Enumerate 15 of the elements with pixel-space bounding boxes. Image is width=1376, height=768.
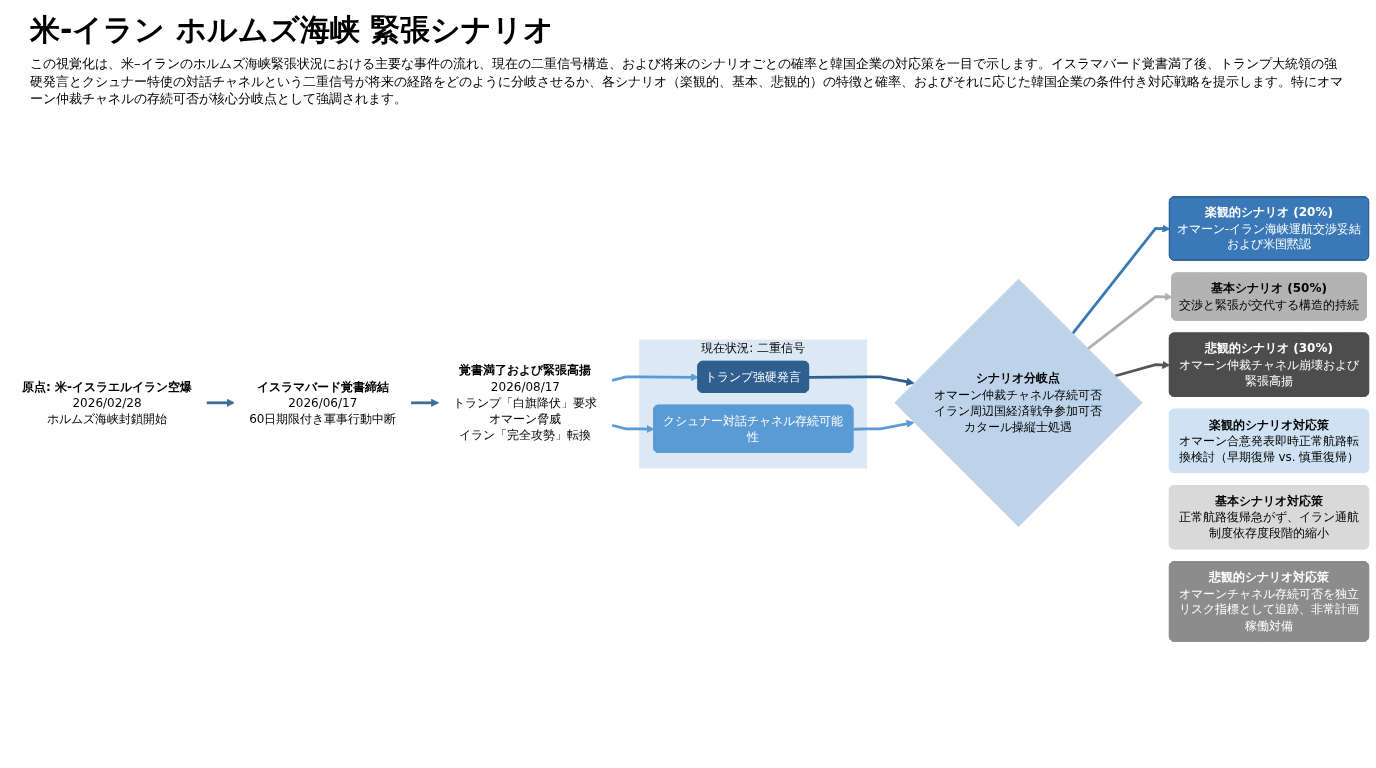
arrow: [611, 423, 655, 433]
arrow: [611, 372, 699, 382]
title: 米-イラン ホルムズ海峡 緊張シナリオ: [30, 11, 556, 49]
node-diamond: シナリオ分岐点 オマーン仲裁チャネル存続可否 イラン周辺国経済戦争参加可否 カタール操縦士処遇: [894, 278, 1143, 527]
arrow: [411, 398, 440, 407]
arrow: [1071, 224, 1171, 335]
arrow: [853, 419, 915, 431]
node-text: 覚書満了および緊張高揚 2026/08/17 トランプ「白旗降伏」要求 オマーン脅威 イラン「完全攻勢」転換: [453, 362, 598, 442]
caption: この視覚化は、米–イランのホルムズ海峡緊張状況における主要な事件の流れ、現在の二重信号構造、および将来のシナリオごとの確率と韓国企業の対応策を一目で示します。イスラマバード覚書満了後、トランプ大統領の強硬発言とクシュナー特使の対話チャネルという二重信号が将来の経路をどのように分岐させるか、各シナリオ（楽観的、基本、悲観的）の特徴と確率、およびそれに応じた韓国企業の条件付き対応戦略を提示します。特にオマーン仲裁チャネルの存続可否が核心分岐点として強調されます。: [30, 55, 1344, 108]
arrow: [206, 398, 235, 407]
arrow: [1086, 292, 1173, 350]
node-text: イスラマバード覚書締結 2026/06/17 60日期限付き軍事行動中断: [249, 379, 397, 426]
arrow: [809, 375, 915, 386]
node-text: 原点: 米-イスラエルイラン空爆 2026/02/28 ホルムズ海峡封鎖開始: [22, 379, 192, 426]
arrow: [1114, 360, 1171, 377]
